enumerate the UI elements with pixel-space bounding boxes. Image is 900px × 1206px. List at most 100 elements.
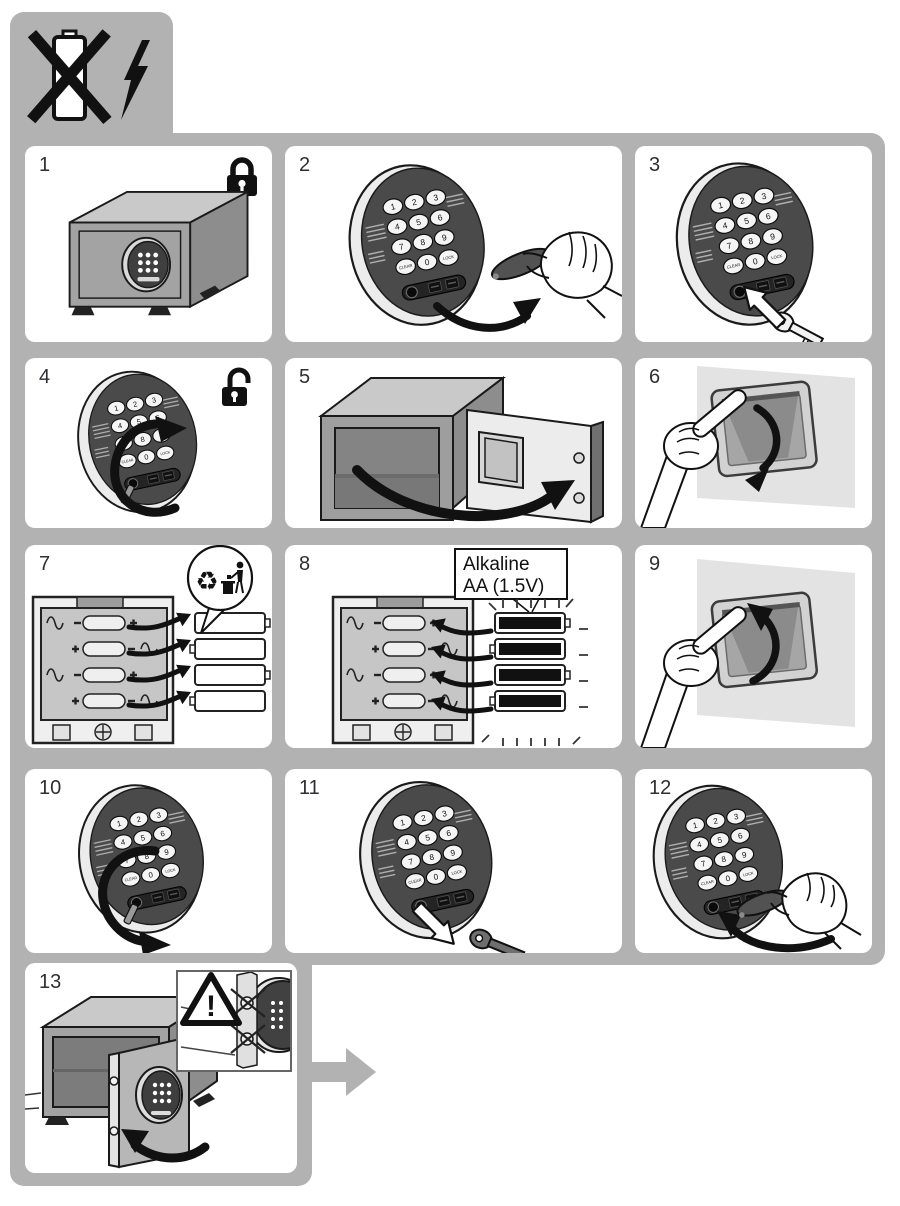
emphasis-dashes (481, 598, 588, 746)
keypad-key-label: 3 (151, 395, 157, 405)
keyhole-icon (405, 286, 418, 299)
curved-arrow-icon (745, 468, 769, 492)
key-remove-overlay (411, 901, 526, 953)
rotate-arrow-overlay (110, 416, 187, 517)
hand-removing-cover (433, 231, 622, 332)
keypad-key-label: 3 (432, 192, 439, 203)
keypad-key-label: 7 (124, 856, 130, 866)
safe-closed-illustration (68, 190, 249, 316)
keypad-key-label: 8 (419, 237, 426, 248)
keypad-key-label: 9 (741, 850, 748, 860)
keypad-key-label: 2 (411, 197, 418, 208)
key-icon (469, 928, 526, 953)
keypad-key-label: 4 (404, 837, 411, 847)
keypad-key-label: 3 (156, 810, 162, 820)
step-number: 6 (649, 366, 661, 388)
step-number: 9 (649, 553, 661, 575)
continue-arrow-head (346, 1048, 376, 1096)
battery-compartment-illustration: ♻ (31, 545, 271, 745)
keypad-key-label: 0 (725, 874, 732, 884)
keypad-key-label: CLEAR (398, 263, 412, 271)
svg-text:AA (1.5V): AA (1.5V) (463, 576, 544, 597)
step-panel-1: 1 (25, 146, 272, 342)
step-panel-9: 9 (635, 545, 872, 748)
keypad-key-label: 1 (116, 819, 122, 829)
keypad-key-label: 5 (140, 833, 146, 843)
keypad-key-label: 4 (120, 837, 127, 847)
keypad-key-label: 6 (446, 829, 453, 839)
keypad-key-label: 0 (148, 870, 154, 880)
keypad-key-label: 5 (425, 833, 432, 843)
padlock-open-icon (222, 367, 251, 406)
crossed-out-marks (230, 988, 266, 1054)
step-panel-6: 6 (635, 358, 872, 528)
keypad-key-label: 7 (398, 241, 405, 252)
white-arrow-icon (743, 286, 787, 330)
keypad-key-label: LOCK (451, 869, 463, 876)
keypad-key-label: 2 (420, 813, 427, 823)
keypad-key-label: 8 (140, 435, 146, 445)
step-number: 12 (649, 777, 672, 799)
keypad-key-label: 5 (743, 215, 750, 226)
battery-crossed-icon (27, 29, 112, 125)
keypad-key-label: 5 (717, 835, 724, 845)
step-number: 5 (299, 366, 311, 388)
step-number: 1 (39, 154, 51, 176)
keypad-key-label: 4 (394, 221, 401, 232)
safe-closing-illustration: ! (25, 970, 292, 1169)
keypad-key-label: 5 (415, 217, 422, 228)
white-arrow-icon (411, 901, 455, 945)
keypad-key-label: 1 (390, 201, 397, 212)
keypad-key-label: 9 (769, 231, 776, 242)
step-number: 10 (39, 777, 62, 799)
recycle-icon: ♻ (195, 566, 218, 596)
hand-icon (522, 231, 622, 319)
keypad-key-label: 8 (721, 855, 728, 865)
open-battery-cover-illustration (639, 366, 855, 528)
keypad-key-label: 6 (160, 829, 166, 839)
keypad-key-label: CLEAR (726, 262, 741, 270)
keypad-key-label: CLEAR (700, 879, 714, 887)
keypad-key-label: 0 (752, 256, 759, 267)
keypad-key-label: CLEAR (124, 876, 137, 883)
safe-open-illustration (318, 375, 604, 524)
keypad-key-label: LOCK (443, 254, 455, 261)
keypad-key-label: 1 (113, 403, 119, 413)
step-number: 11 (299, 777, 320, 799)
hand-replacing-cover (717, 872, 862, 953)
curved-arrow-icon (155, 416, 187, 442)
keypad-key-label: LOCK (165, 868, 176, 874)
keypad-key-label: 3 (761, 191, 768, 202)
step-panel-5: 5 (285, 358, 622, 528)
hand-icon (766, 872, 862, 950)
keypad-key-label: LOCK (743, 870, 755, 877)
keypad-key-label: 7 (726, 240, 733, 251)
curved-arrow-icon (717, 911, 741, 937)
keypad-key-label: 5 (136, 417, 142, 427)
hand-icon (639, 606, 747, 748)
curved-arrow-icon (747, 603, 773, 631)
step-number: 2 (299, 154, 311, 176)
curved-arrow-icon (121, 1129, 149, 1153)
keypad-key-label: 2 (739, 195, 746, 206)
curved-arrow-icon (513, 298, 541, 324)
step-panel-7: 7 ♻ (25, 545, 272, 748)
keypad-key-label: 8 (429, 853, 436, 863)
keypad-key-label: 6 (437, 212, 444, 223)
keypad-key-label: 1 (717, 200, 724, 211)
hand-icon (639, 389, 747, 528)
padlock-closed-icon (227, 157, 257, 196)
keypad-key-label: 0 (143, 452, 149, 462)
